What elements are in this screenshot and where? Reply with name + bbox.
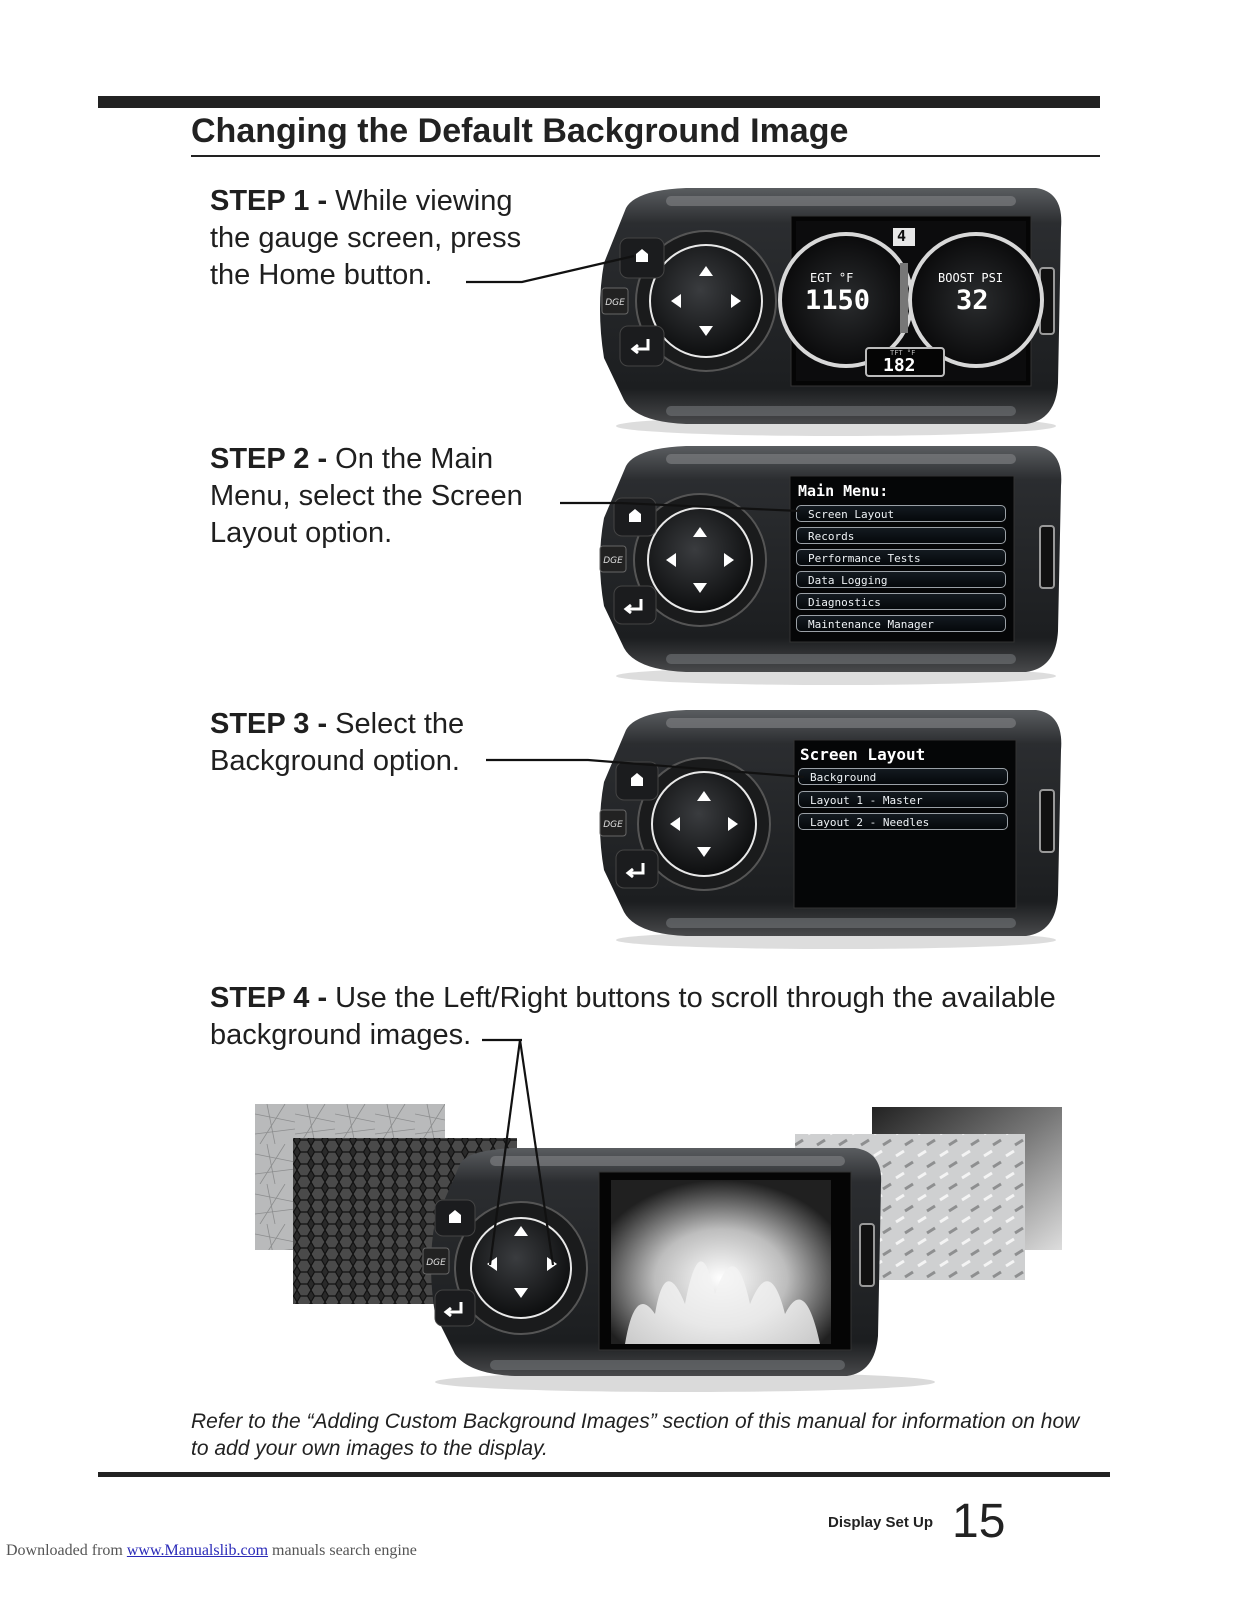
download-prefix: Downloaded from [6,1542,127,1559]
bottom-rule [98,1472,1110,1477]
step-4-text: STEP 4 - Use the Left/Right buttons to s… [210,980,1056,1054]
arrow-right-icon [724,553,734,567]
step-2-line1: On the Main [327,443,494,475]
home-icon [449,1210,461,1223]
menu-item-layout-2[interactable]: Layout 2 - Needles [798,813,1008,830]
menu-item-records[interactable]: Records [796,527,1006,544]
step-3-line2: Background option. [210,745,460,777]
title-rule [191,155,1100,157]
step-1-line2: the gauge screen, press [210,222,522,254]
menu-item-performance-tests[interactable]: Performance Tests [796,549,1006,566]
footer-section-label: Display Set Up [828,1514,934,1531]
step-2-label: STEP 2 - [210,443,328,475]
step-1-text: STEP 1 - While viewing the gauge screen,… [210,183,521,294]
device-gauge-screen: DGE 4 EGT °F 1150 BOOST PSI 32 TFT °F 18… [596,188,1066,438]
download-note: Downloaded from www.Manualslib.com manua… [6,1542,417,1560]
enter-icon [625,863,645,879]
step-2-line3: Layout option. [210,517,393,549]
brand-logo: DGE [603,820,623,830]
arrow-right-icon [731,294,741,308]
arrow-up-icon [699,266,713,276]
home-icon [636,249,648,262]
download-suffix: manuals search engine [268,1542,417,1559]
boost-label: BOOST PSI [938,271,1004,285]
top-rule [98,96,1100,108]
enter-icon [443,1302,463,1318]
tft-value: 182 [883,355,916,376]
arrow-down-icon [514,1288,528,1298]
menu-item-background[interactable]: Background [798,768,1008,785]
arrow-right-icon [728,817,738,831]
arrow-up-icon [693,527,707,537]
enter-icon [623,599,643,615]
step-1-line1: While viewing [327,185,513,217]
main-menu-title: Main Menu: [798,482,889,500]
note-text: Refer to the “Adding Custom Background I… [191,1410,1080,1460]
home-icon [629,509,641,522]
brand-logo: DGE [605,298,625,308]
menu-item-layout-1[interactable]: Layout 1 - Master [798,791,1008,808]
step-3-label: STEP 3 - [210,708,328,740]
arrow-down-icon [697,847,711,857]
arrow-left-icon [666,553,676,567]
manualslib-link[interactable]: www.Manualslib.com [126,1542,269,1559]
background-collage: DGE [255,1104,1062,1392]
step-3-line1: Select the [327,708,465,740]
screen-layout-title: Screen Layout [800,745,926,764]
arrow-down-icon [693,583,707,593]
step-1-label: STEP 1 - [210,185,328,217]
egt-value: 1150 [805,285,871,316]
step-2-line2: Menu, select the Screen [210,480,523,512]
menu-item-maintenance-manager[interactable]: Maintenance Manager [796,615,1006,632]
tft-label: TFT °F [890,349,916,357]
arrow-left-icon [670,817,680,831]
gear-indicator: 4 [897,227,907,245]
arrow-up-icon [697,791,711,801]
device-main-menu: DGE Main Menu: Screen Layout Records Per… [596,446,1066,686]
menu-item-data-logging[interactable]: Data Logging [796,571,1006,588]
page-number: 15 [952,1495,1006,1548]
enter-icon [630,339,650,355]
page-title: Changing the Default Background Image [191,112,849,150]
menu-item-screen-layout[interactable]: Screen Layout [796,505,1006,522]
arrow-left-icon [671,294,681,308]
device-screen-layout: DGE Screen Layout Background Layout 1 - … [596,710,1066,950]
egt-label: EGT °F [810,271,854,285]
step-1-line3: the Home button. [210,259,433,291]
boost-value: 32 [956,285,989,316]
step-4-line1: Use the Left/Right buttons to scroll thr… [327,982,1056,1014]
step-4-line2: background images. [210,1019,472,1051]
step-4-label: STEP 4 - [210,982,328,1014]
arrow-down-icon [699,326,713,336]
device-body-1: DGE [600,188,1062,436]
step-3-text: STEP 3 - Select the Background option. [210,706,464,780]
brand-logo: DGE [426,1258,446,1268]
step-2-text: STEP 2 - On the Main Menu, select the Sc… [210,441,523,552]
menu-item-diagnostics[interactable]: Diagnostics [796,593,1006,610]
brand-logo: DGE [603,556,623,566]
